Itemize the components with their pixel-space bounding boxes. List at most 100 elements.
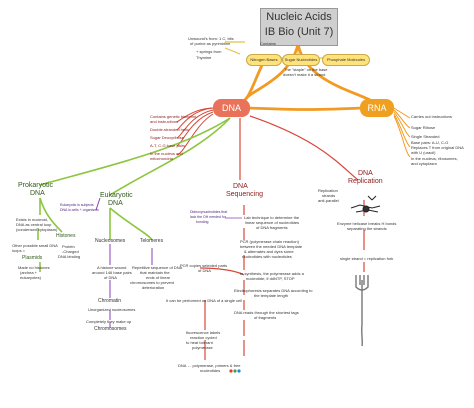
node-sugar-nucleotides: Sugar Nucleotides: [282, 54, 320, 66]
top-sub-text: Thymine: [196, 55, 212, 60]
rna-fact-6b: and cytoplasm: [411, 161, 437, 166]
contains-label: Contains: [260, 41, 276, 46]
seq-step-7-b: of fragments: [254, 315, 277, 320]
plasmids-note-2: (archea +: [20, 270, 38, 275]
nucleosomes-note-3: of DNA: [104, 275, 117, 280]
histones-note-2: -Charged: [62, 249, 79, 254]
seq-step-5-b: the template length: [254, 293, 289, 298]
eukaryotic-title-1: Eukaryotic: [100, 192, 133, 199]
seq-step-4-b: nucleotide; if ddNTP, STOP: [246, 276, 295, 281]
sequencing-note-3: bonding: [196, 220, 209, 224]
replication-note-3: anti-parallel: [318, 198, 339, 203]
prokaryotic-other-1: Other possible small DNA: [12, 243, 58, 248]
rna-fact-1: Carries out instructions: [411, 114, 452, 119]
replication-note-1: Replication: [318, 188, 338, 193]
dna-fact-1: Contains genetic blueprint: [150, 114, 197, 119]
seq-step-3-b: of DNA: [198, 268, 211, 273]
title-box: Nucleic Acids IB Bio (Unit 7): [260, 8, 338, 46]
chromatin-note: Unorganized nucleosomes: [88, 307, 136, 312]
dna-fact-5b: mitochondria: [150, 156, 173, 161]
top-note-3: The "staple" on the base: [284, 67, 328, 72]
seq-step-9-a: DNA ← polymerase, primers & free: [178, 363, 241, 368]
prokaryotic-title-1: Prokaryotic: [18, 182, 54, 189]
sequencing-title-1: DNA: [233, 183, 248, 190]
seq-step-9-b: nucleotides: [200, 368, 221, 373]
rna-node: RNA: [360, 99, 394, 117]
nucleosomes-note-2: around 146 base pairs: [92, 270, 132, 275]
sequencing-note-1: Dideoxynucleotides that: [190, 210, 228, 214]
dna-fact-3: Sugar Deoxyribose: [150, 135, 185, 140]
fork-image: [355, 275, 369, 347]
top-note-2: of purine as pyrimidine: [190, 41, 231, 46]
dna-fact-5: In the nucleus and: [150, 151, 183, 156]
bead-markers: [229, 369, 241, 373]
replication-enzyme-1: Enzyme helicase breaks H bonds: [337, 221, 397, 226]
chromosomes-label: Chromosomes: [94, 326, 127, 332]
dna-fact-2: Double-stranded helix: [150, 127, 189, 132]
telomeres-note-4: chromosomes to prevent: [130, 280, 175, 285]
seq-step-1-b: linear sequence of nucleotides: [245, 220, 300, 225]
title-line-2: IB Bio (Unit 7): [264, 26, 334, 38]
telomeres-note-2: that maintain the: [140, 270, 170, 275]
plasmids-note-3: eukaryotes): [20, 275, 41, 280]
rna-fact-2: Sugar Ribose: [411, 125, 436, 130]
histones-label: Histones: [56, 233, 76, 239]
top-note-1: Unwound's from: 1 C, bits: [188, 36, 234, 41]
chromatin-label: Chromatin: [98, 298, 122, 304]
eukaryotic-title-2: DNA: [108, 200, 123, 207]
seq-step-1-c: of DNA fragments: [256, 225, 288, 230]
seq-step-2-b: between the needed DNA template: [240, 244, 303, 249]
title-line-1: Nucleic Acids: [266, 11, 332, 23]
seq-step-6: It can be performed on DNA of a single c…: [166, 298, 243, 303]
seq-step-8-d: polymerase: [192, 345, 213, 350]
histones-note-1: Protein: [62, 244, 75, 249]
seq-step-8-a: fluorescence labels: [186, 330, 221, 335]
prokaryotic-desc-1: Exists in nucleoid,: [16, 217, 49, 222]
seq-step-4-a: In synthesis, the polymerase adds a: [240, 271, 304, 276]
sequencing-note-2: lack the OH needed for: [190, 215, 226, 219]
seq-step-8-c: to heat tolerant: [186, 340, 213, 345]
eukaryotic-note-1: Eukaryotic is subjects: [60, 203, 94, 207]
replication-title-2: Replication: [348, 178, 383, 185]
replication-title-1: DNA: [358, 170, 373, 177]
rna-fact-5b: with U (uracil): [411, 150, 436, 155]
seq-step-5-a: Electrophoresis separates DNA according …: [234, 288, 313, 293]
chromosomes-link: Completely they make up: [86, 319, 132, 324]
rna-fact-5: Replaces T from original DNA: [411, 145, 464, 150]
telomeres-note-5: deterioration: [142, 285, 165, 290]
node-nitrogen-bases: Nitrogen Bases: [246, 54, 282, 66]
histones-note-3: DNA binding: [58, 254, 81, 259]
nucleosomes-label: Nucleosomes: [95, 238, 126, 244]
sequencing-title-2: Sequencing: [226, 191, 263, 198]
prokaryotic-desc-2: DNA as central loop: [16, 222, 52, 227]
dna-node: DNA: [213, 99, 250, 117]
rna-fact-3: Single Stranded: [411, 134, 440, 139]
seq-step-8-b: reaction cycled: [190, 335, 217, 340]
dna-fact-4: A-T, C-G base pairs: [150, 143, 186, 148]
replication-result: single strand = replication fork: [340, 256, 394, 261]
plasmids-note-1: Made no histones: [18, 265, 50, 270]
replication-drawing: [350, 195, 381, 213]
top-note-4: doesn't make it a strand: [283, 72, 326, 77]
dna-fact-1b: and instructions: [150, 119, 179, 124]
prokaryotic-title-2: DNA: [30, 190, 45, 197]
telomeres-label: Telomeres: [140, 238, 164, 244]
telomeres-note-3: ends of linear: [146, 275, 171, 280]
replication-note-2: strands: [322, 193, 336, 198]
eukaryotic-note-2: DNA is cells + organisms: [60, 208, 99, 212]
telomeres-note-1: Repetitive sequence of DNA: [132, 265, 183, 270]
prokaryotic-desc-3: (condensed cytoplasm): [16, 227, 58, 232]
prokaryotic-other-2: loops =: [12, 248, 26, 253]
top-link-text: + springs from: [196, 49, 222, 54]
seq-step-1-a: Lab technique to determine the: [244, 215, 300, 220]
plasmids-label: Plasmids: [22, 255, 43, 261]
node-phosphate-molecules: Phosphate Molecules: [322, 54, 370, 66]
seq-step-2-c: & alternates and dyes some: [244, 249, 294, 254]
seq-step-2-d: nucleotides with nucleotides: [242, 254, 292, 259]
rna-fact-6: In the nucleus, ribosomes,: [411, 156, 458, 161]
rna-fact-4: Base pairs: A-U, C-G: [411, 140, 449, 145]
seq-step-2-a: PCR (polymerase chain reaction): [240, 239, 299, 244]
seq-step-3-a: PCR copies selected parts: [180, 263, 228, 268]
seq-step-7-a: DNA reads through the shortest tags: [234, 310, 299, 315]
